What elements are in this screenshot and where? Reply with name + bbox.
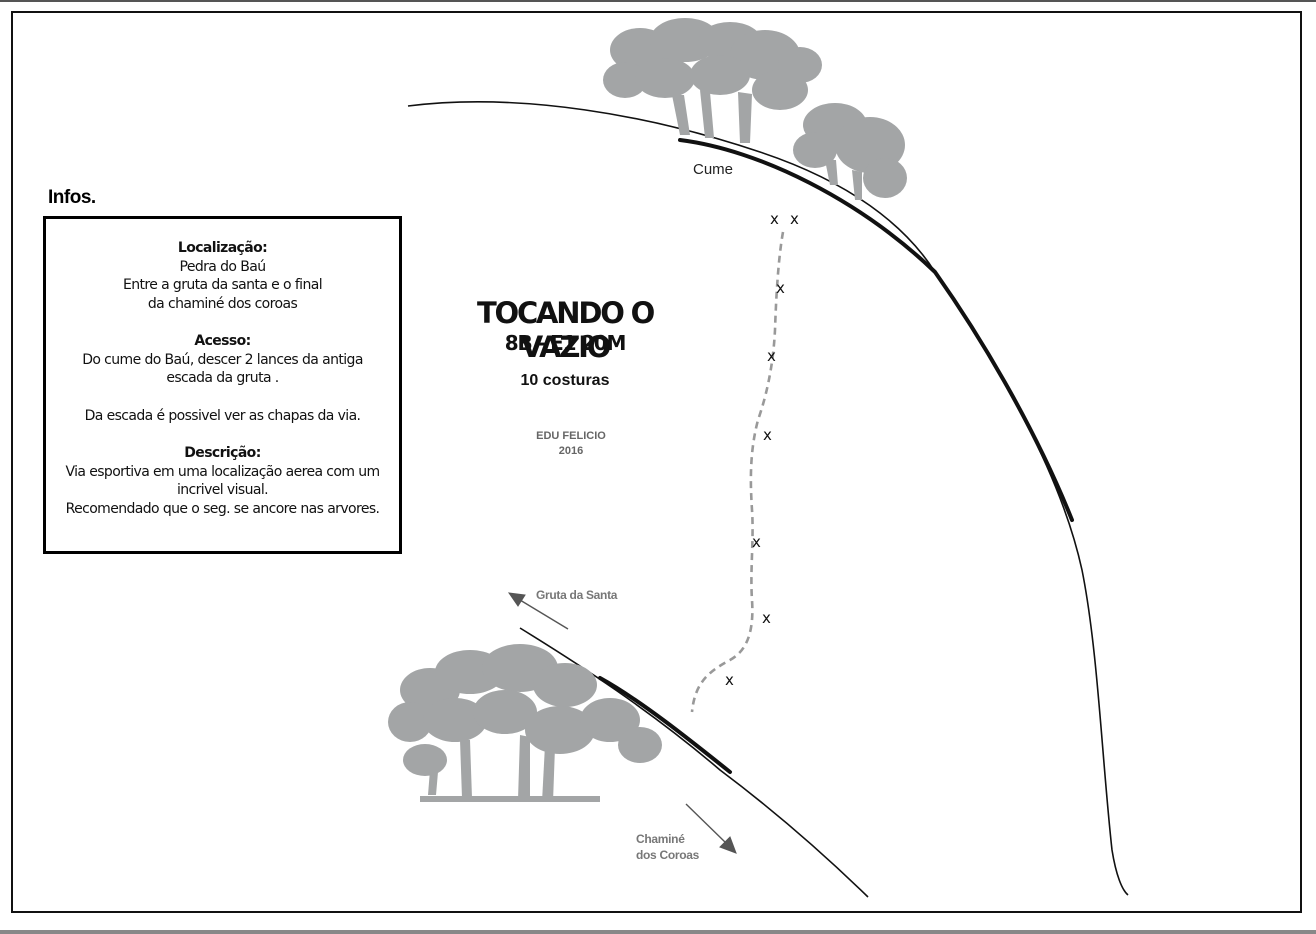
descricao-line: Recomendado que o seg. se ancore nas arv…: [65, 500, 380, 517]
route-grade: 8B - E1 20M: [504, 331, 627, 355]
chamine-rock-edge: [519, 627, 869, 898]
chamine-label-line: dos Coroas: [636, 848, 700, 862]
chamine-rock-edge-thick: [598, 676, 732, 774]
acesso-line: escada da gruta .: [166, 370, 279, 386]
escada-note: Da escada é possivel ver as chapas da vi…: [84, 407, 361, 424]
bolt-mark: x: [767, 347, 776, 365]
summit-rock-edge-thick: [678, 138, 1074, 522]
bolt-mark: x: [725, 671, 734, 689]
route-name: TOCANDO O VAZIO: [476, 296, 655, 364]
summit-rock-edge: [407, 101, 1129, 896]
route-bolt-count: 10 costuras: [520, 372, 610, 389]
bolt-mark: x: [762, 609, 771, 627]
localizacao-section: Localização: Pedra do Baú Entre a gruta …: [46, 239, 399, 313]
gruta-label: Gruta da Santa: [536, 588, 618, 602]
gruta-arrow: [507, 592, 569, 630]
lower-trees: [388, 644, 662, 802]
topo-frame: [11, 11, 1302, 913]
chamine-label-line: Chaminé: [636, 832, 685, 846]
acesso-section: Acesso: Do cume do Baú, descer 2 lances …: [46, 332, 399, 388]
descricao-section: Descrição: Via esportiva em uma localiza…: [46, 444, 399, 518]
bolt-mark: x: [776, 279, 785, 297]
infos-title: Infos.: [48, 187, 96, 208]
chamine-arrow: [685, 803, 737, 854]
bolt-mark: x: [763, 426, 772, 444]
bolt-mark: x: [752, 533, 761, 551]
localizacao-heading: Localização:: [177, 240, 268, 256]
localizacao-line: Pedra do Baú: [179, 258, 267, 275]
author-year: 2016: [558, 445, 584, 457]
descricao-heading: Descrição:: [184, 445, 261, 461]
summit-label: Cume: [693, 161, 734, 178]
escada-note-section: Da escada é possivel ver as chapas da vi…: [46, 407, 399, 426]
author-name: EDU FELICIO: [536, 430, 606, 442]
acesso-heading: Acesso:: [194, 333, 251, 349]
info-box: Localização: Pedra do Baú Entre a gruta …: [43, 216, 402, 554]
descricao-line: incrivel visual.: [176, 482, 269, 498]
top-rule: [0, 0, 1316, 2]
author-credit: EDU FELICIO 2016: [520, 429, 622, 459]
descricao-line: Via esportiva em uma localização aerea c…: [65, 463, 380, 480]
anchor-bolt-mark: x: [770, 210, 779, 228]
anchor-bolt-mark: x: [790, 210, 799, 228]
route-line: [690, 231, 785, 713]
localizacao-line: da chaminé dos coroas: [147, 295, 298, 312]
bottom-rule: [0, 930, 1316, 934]
summit-trees: [603, 18, 907, 200]
localizacao-line: Entre a gruta da santa e o final: [122, 277, 323, 293]
chamine-label: Chaminé dos Coroas: [636, 831, 699, 863]
acesso-line: Do cume do Baú, descer 2 lances da antig…: [82, 351, 363, 368]
